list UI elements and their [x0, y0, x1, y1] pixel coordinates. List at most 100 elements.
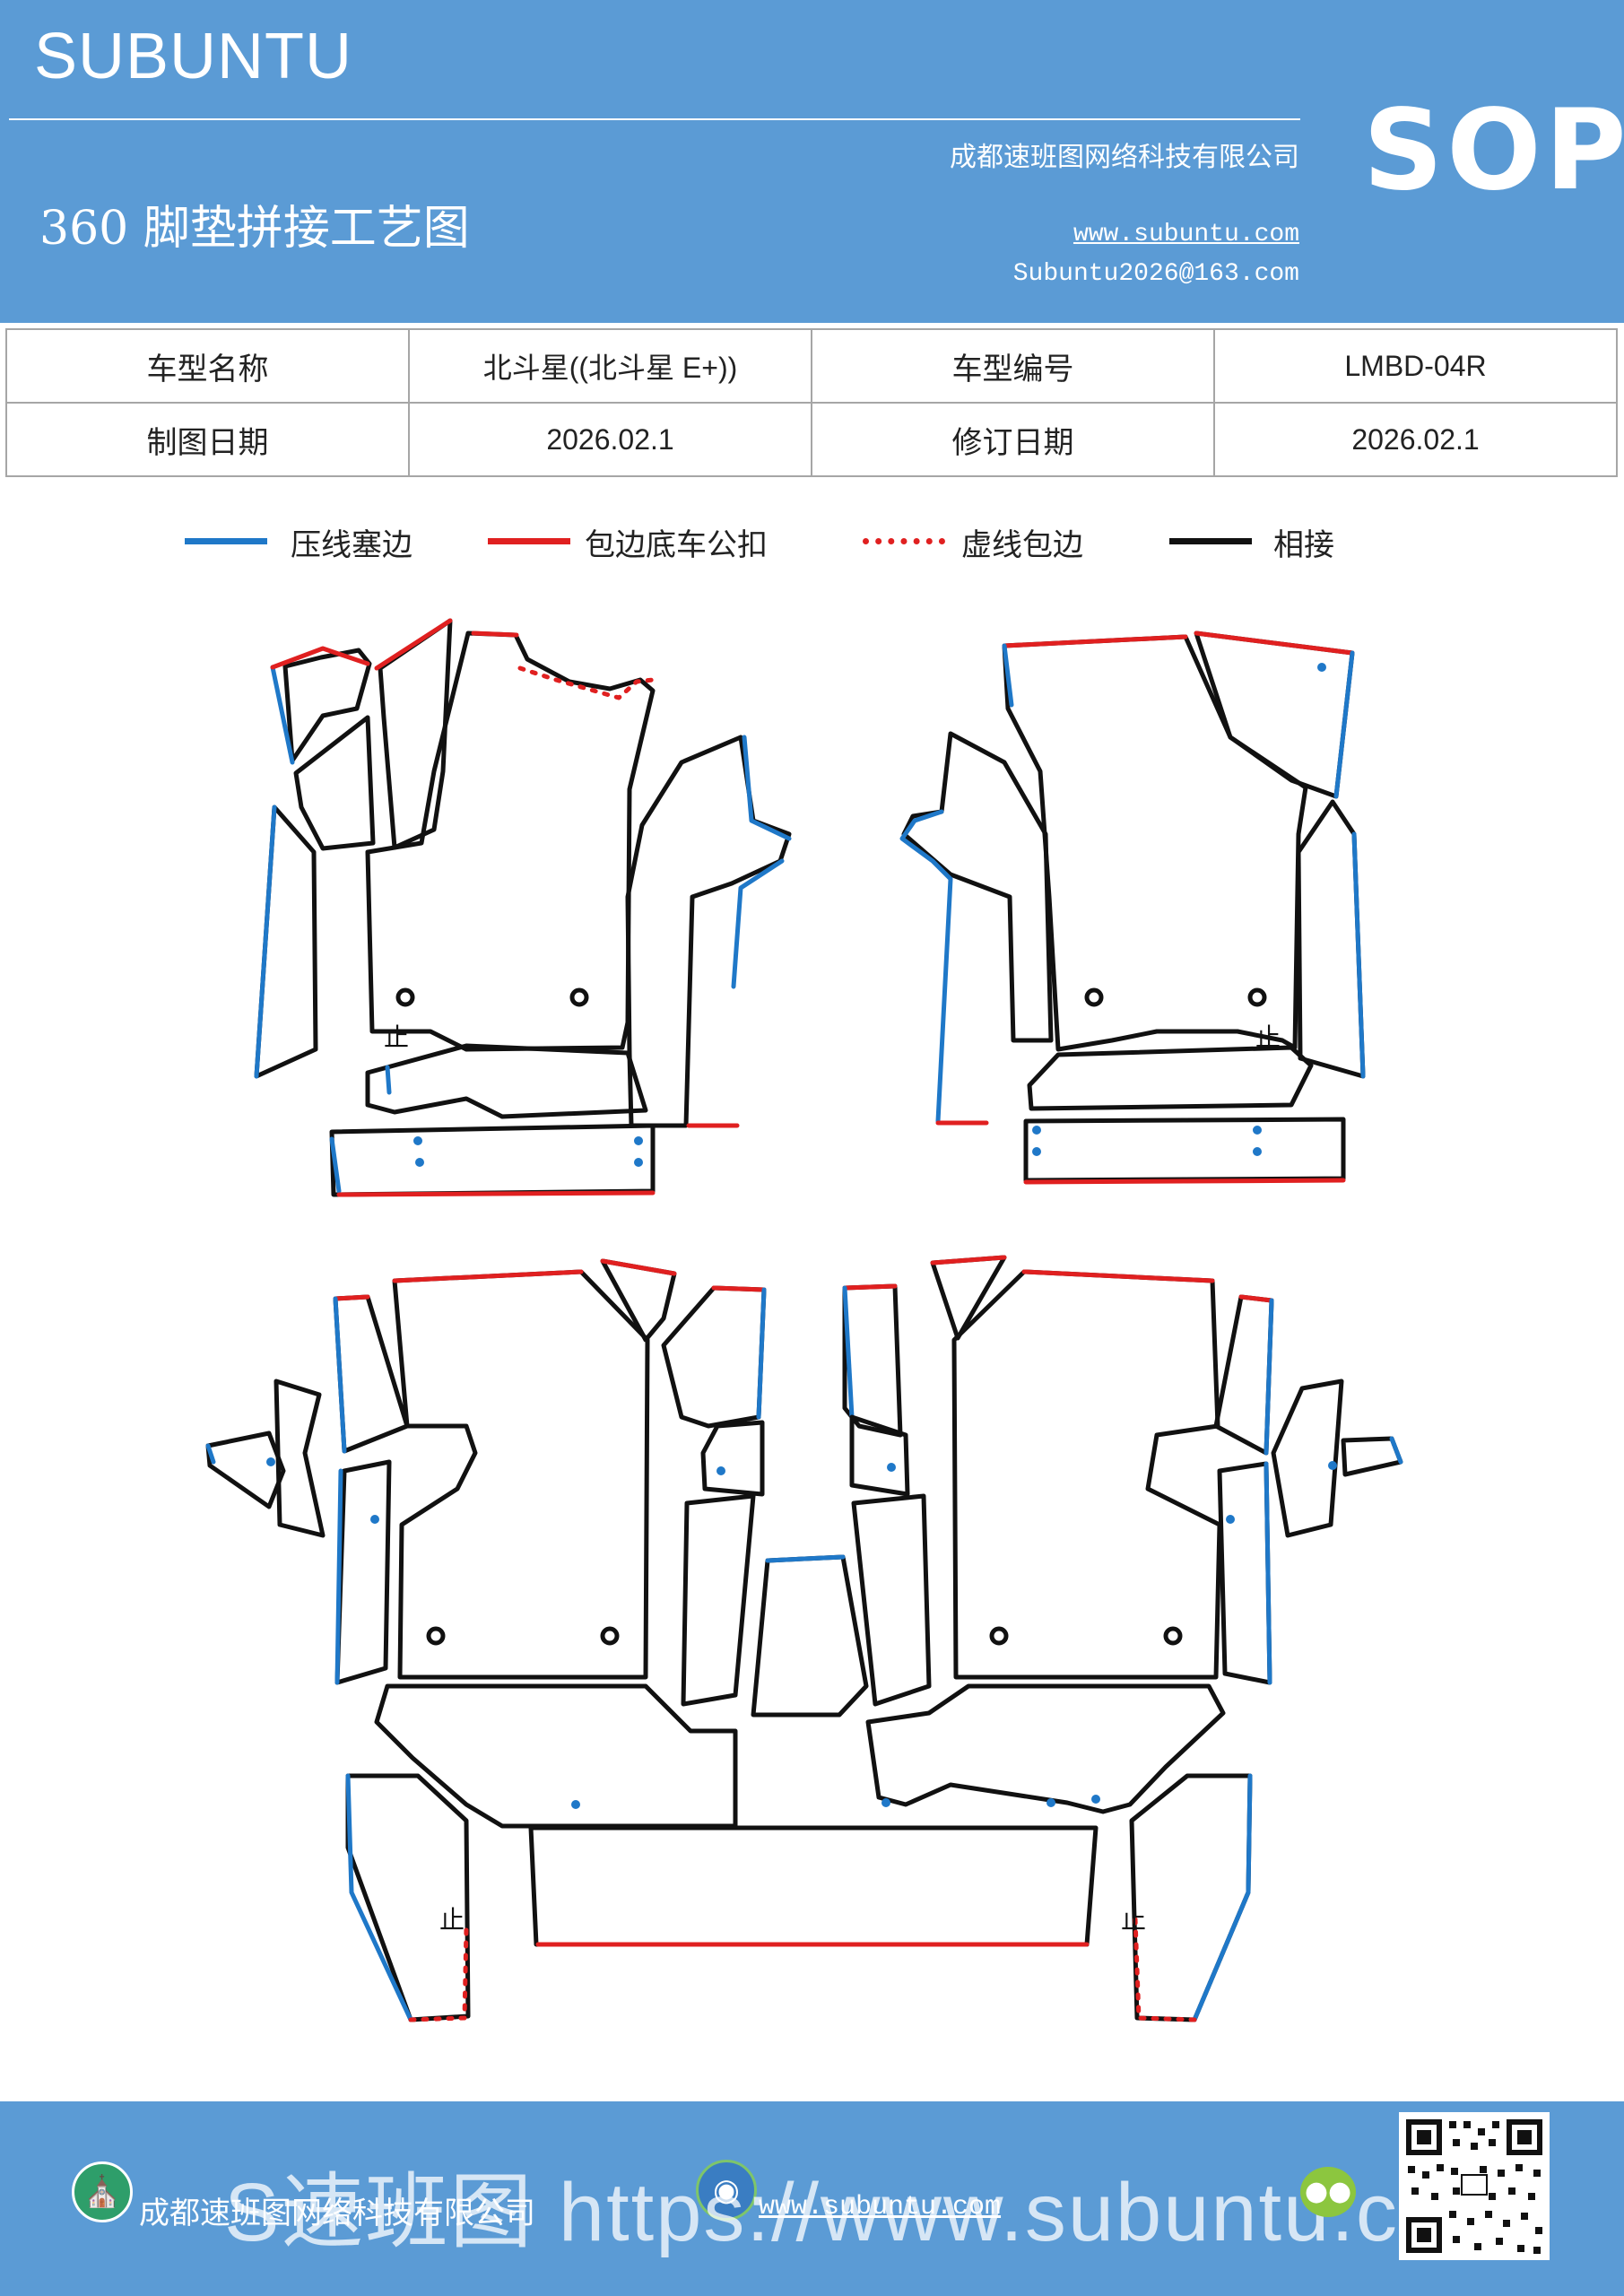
qr-code[interactable]: [1399, 2112, 1550, 2260]
mat-edge-blue: [205, 1443, 216, 1465]
mat-piece: [329, 1123, 656, 1197]
mat-edge-blue: [1333, 650, 1355, 799]
mat-piece: [293, 715, 376, 851]
mat-edge-blue: [333, 1296, 347, 1454]
footer-watermark-text: S速班图 https://www.subuntu.com: [224, 2167, 1517, 2258]
anchor-hole: [989, 1626, 1009, 1646]
stop-mark: 止: [1121, 1905, 1146, 1935]
mat-piece: [1027, 1045, 1314, 1111]
anchor-dot: [1226, 1515, 1235, 1524]
rear-center-mat-group: [528, 1554, 1099, 1947]
mat-edge-blue: [1351, 831, 1366, 1079]
anchor-dot: [1032, 1126, 1041, 1135]
mat-piece: [334, 1459, 392, 1685]
mat-edge-blue: [899, 809, 953, 1124]
mat-edge-red: [1238, 1294, 1274, 1303]
stop-mark: 止: [1255, 1022, 1281, 1052]
anchor-hole: [395, 987, 415, 1007]
mat-piece: [274, 1378, 326, 1538]
mat-piece: [901, 731, 1054, 1043]
mat-piece: [345, 1773, 471, 2022]
mat-edge-red: [374, 618, 453, 671]
mat-edge-red: [333, 1294, 370, 1301]
page-title: 360 脚垫拼接工艺图: [39, 202, 470, 256]
mat-edge-red: [1023, 1178, 1346, 1185]
mat-edge-blue: [765, 1554, 846, 1563]
anchor-dot: [1317, 663, 1326, 672]
vehicle-info-table: 车型名称 北斗星((北斗星 E+)) 车型编号 LMBD-04R 制图日期 20…: [5, 328, 1618, 477]
anchor-dot: [266, 1457, 275, 1466]
mat-edge-blue: [329, 1136, 342, 1194]
red-dotted-swatch: [863, 538, 945, 544]
legend-label: 压线塞边: [291, 527, 413, 563]
mat-edge-red: [392, 1269, 584, 1283]
mat-piece: [851, 1493, 932, 1707]
mat-piece: [625, 735, 792, 1128]
contact-email[interactable]: Subuntu2026@163.com: [1012, 260, 1299, 288]
anchor-dot: [634, 1136, 643, 1145]
black-line-swatch: [1169, 538, 1252, 544]
anchor-hole: [600, 1626, 620, 1646]
mat-edge-red: [711, 1285, 767, 1292]
anchor-dot: [571, 1800, 580, 1809]
red-line-swatch: [488, 538, 570, 544]
mat-edge-blue: [1389, 1436, 1403, 1465]
mat-piece: [282, 648, 372, 763]
mat-edge-red: [270, 646, 370, 670]
wechat-icon: ●●: [1300, 2167, 1356, 2217]
anchor-dot: [415, 1158, 424, 1167]
rear-right-mat-group: [842, 1255, 1403, 2022]
brand-logo-text: SUBUNTU: [34, 21, 353, 92]
blue-line-swatch: [185, 538, 267, 544]
mat-edge-red: [1194, 631, 1355, 656]
website-link[interactable]: www.subuntu.com: [1073, 221, 1299, 248]
table-row: 车型名称 北斗星((北斗星 E+)) 车型编号 LMBD-04R: [5, 328, 1618, 404]
mat-edge-blue: [756, 1287, 767, 1420]
model-code-value: LMBD-04R: [1213, 328, 1618, 404]
footer-website-link[interactable]: www.subuntu.com: [759, 2192, 1002, 2222]
front-right-mat-group: [899, 631, 1366, 1185]
mat-edge-red: [336, 1190, 656, 1197]
mat-edge-red: [842, 1283, 898, 1291]
drawing-date-label: 制图日期: [5, 402, 410, 477]
model-code-label: 车型编号: [811, 328, 1215, 404]
anchor-dot: [1046, 1798, 1055, 1807]
mat-edge-dotted: [517, 665, 656, 700]
mat-edge-blue: [385, 1065, 392, 1095]
anchor-dot: [887, 1463, 896, 1472]
legend-label: 相接: [1273, 527, 1334, 563]
footer-company-name: 成都速班图网络科技有限公司: [139, 2196, 535, 2231]
mat-piece: [1296, 799, 1366, 1079]
anchor-hole: [569, 987, 589, 1007]
mat-piece: [1213, 1294, 1274, 1456]
legend-label: 包边底车公扣: [585, 527, 768, 563]
revision-date-label: 修订日期: [811, 402, 1215, 477]
anchor-hole: [1163, 1626, 1183, 1646]
mat-piece: [751, 1554, 869, 1718]
anchor-dot: [1091, 1795, 1100, 1804]
mat-piece: [951, 1269, 1222, 1680]
mat-edge-blue: [334, 1468, 343, 1685]
mat-piece: [374, 1683, 738, 1829]
mat-piece: [528, 1825, 1099, 1947]
mat-piece: [365, 631, 656, 1052]
mat-piece: [1023, 1117, 1346, 1183]
header-banner: [0, 0, 1624, 323]
mat-piece: [849, 1414, 910, 1497]
mat-edge-red: [471, 631, 519, 638]
company-name: 成都速班图网络科技有限公司: [950, 142, 1299, 173]
legend-label: 虚线包边: [961, 527, 1083, 563]
mat-edge-blue: [1192, 1773, 1253, 2022]
mat-edge-blue: [731, 858, 785, 989]
mat-piece: [1271, 1378, 1344, 1538]
drawing-date-value: 2026.02.1: [408, 402, 812, 477]
mat-edge-dotted: [1133, 1917, 1197, 2022]
mat-edge-dotted: [408, 1926, 469, 2022]
mat-piece: [392, 1269, 650, 1680]
anchor-hole: [1084, 987, 1104, 1007]
mat-edge-blue: [742, 735, 792, 841]
mat-piece: [378, 618, 453, 850]
anchor-dot: [1328, 1461, 1337, 1470]
header-divider: [9, 118, 1300, 120]
